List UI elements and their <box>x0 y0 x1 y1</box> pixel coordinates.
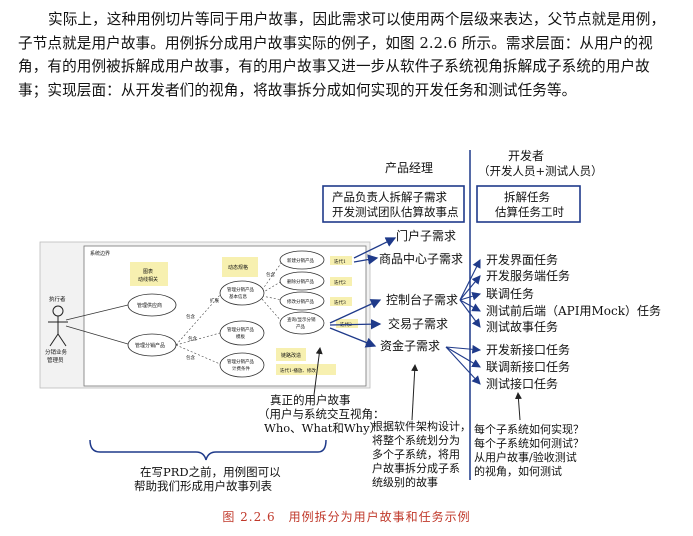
usecase-create <box>279 250 325 270</box>
usecase-mid-template <box>219 320 265 346</box>
usecase-edit <box>279 291 325 311</box>
ext-label-5: 包含 <box>266 271 275 278</box>
note-iteration <box>276 364 336 375</box>
ann-true-story-2: （用户与系统交互视角： <box>258 407 385 421</box>
label-usecase-right3: 修改分销产品 <box>287 298 314 305</box>
label-usecase-use-manage-product: 管理分销产品 <box>135 342 165 349</box>
ann-arch-4: 户故事拆分成子系 <box>372 461 460 475</box>
ext-label-1: 扩展 <box>210 297 219 304</box>
actor-label: 执行者 <box>49 295 66 303</box>
tag-iter-1 <box>330 256 352 265</box>
ann-true-story-3: Who、What和Why） <box>264 421 381 435</box>
label-usecase-mid-price-0: 管理分销产品 <box>227 326 254 333</box>
dev-box-line1: 拆解任务 <box>504 190 550 204</box>
story-portal: 门户子需求 <box>396 228 456 243</box>
task-integration: 联调任务 <box>486 286 534 301</box>
note-activity <box>222 257 258 277</box>
label-usecase-right4-1: 产品 <box>296 323 305 330</box>
story-trade: 交易子需求 <box>388 316 448 331</box>
task-new-api: 开发新接口任务 <box>486 342 570 357</box>
label-usecase-right1: 新建分销产品 <box>287 257 314 264</box>
label-usecase-use-manage-supplier: 管理供应商 <box>137 302 162 309</box>
note-chain <box>276 348 306 361</box>
usecase-mid-billing <box>219 352 265 378</box>
task-server: 开发服务端任务 <box>486 268 570 283</box>
task-test-story: 测试故事任务 <box>486 319 558 334</box>
note-activity-text: 动态规格 <box>228 264 248 271</box>
note-fund-line1: 图表 <box>143 268 153 275</box>
ext-label-4: 包含 <box>186 354 195 361</box>
story-product: 商品中心子需求 <box>379 251 463 266</box>
ann-prd-1: 在写PRD之前，用例图可以 <box>140 465 281 479</box>
ext-label-3: 包含 <box>188 335 197 342</box>
label-usecase-mid-pub-1: 基本信息 <box>229 293 247 300</box>
prd-brace <box>89 439 327 461</box>
figure-caption: 图 2.2.6 用例拆分为用户故事和任务示例 <box>222 510 471 524</box>
label-usecase-note-chain: 链路改造 <box>281 352 301 359</box>
label-usecase-note-iter: 迭代1-播放、修改 <box>280 367 316 374</box>
label-usecase-mid-pub-0: 管理分销产品 <box>227 286 254 293</box>
story-fund: 资金子需求 <box>380 338 440 353</box>
ann-dev-4: 的视角，如何测试 <box>474 464 562 478</box>
usecase-mid-basic <box>219 280 265 306</box>
task-test-mock: 测试前后端（API用Mock）任务 <box>486 303 661 318</box>
label-usecase-mid-rule-1: 计费条件 <box>232 365 250 372</box>
dev-box <box>476 185 581 223</box>
story-console: 控制台子需求 <box>386 292 458 307</box>
tag-iter-3 <box>330 297 352 306</box>
ann-arch-1: 根据软件架构设计， <box>372 419 471 433</box>
actor-icon <box>48 305 68 347</box>
note-fund-line2: 动线相关 <box>138 276 158 283</box>
actor-role-line2: 管理员 <box>47 356 64 364</box>
task-ui: 开发界面任务 <box>486 252 558 267</box>
ann-prd-2: 帮助我们形成用户故事列表 <box>134 479 272 493</box>
usecase-manage-supplier <box>127 293 177 317</box>
pm-box <box>322 185 465 223</box>
label-usecase-tag2: 迭代2 <box>334 279 346 286</box>
actor-role-line1: 分销业务 <box>45 348 68 356</box>
dev-box-line2: 估算任务工时 <box>495 205 564 219</box>
intro-paragraph: 实际上，这种用例切片等同于用户故事，因此需求可以使用两个层级来表达，父节点就是用… <box>18 11 666 99</box>
ann-dev-3: 从用户故事/验收测试 <box>474 450 577 464</box>
ext-label-2: 包含 <box>186 313 195 320</box>
label-usecase-mid-rule-0: 管理分销产品 <box>227 358 254 365</box>
label-usecase-right4-0: 查询/显示分销 <box>287 316 316 323</box>
pm-box-line2: 开发测试团队估算故事点 <box>332 205 459 219</box>
tag-iter-4 <box>336 319 358 328</box>
task-test-api: 测试接口任务 <box>486 376 558 391</box>
label-usecase-tag3: 迭代3 <box>334 299 346 306</box>
tag-iter-2 <box>330 277 352 286</box>
label-usecase-right2: 删除分销产品 <box>287 278 314 285</box>
header-dev: 开发者 <box>508 148 544 163</box>
task-integrate-api: 联调新接口任务 <box>486 359 570 374</box>
note-fund <box>130 262 168 286</box>
ann-dev-1: 每个子系统如何实现？ <box>474 422 584 436</box>
pm-box-line1: 产品负责人拆解子需求 <box>332 190 447 204</box>
system-boundary-label: 系统边界 <box>90 250 110 257</box>
usecase-delete <box>279 271 325 291</box>
usecase-query <box>279 311 325 335</box>
ann-arch-2: 将整个系统划分为 <box>372 433 460 447</box>
label-usecase-mid-price-1: 模板 <box>236 333 245 340</box>
label-usecase-tag1: 迭代1 <box>334 258 346 265</box>
header-pm: 产品经理 <box>385 161 433 175</box>
header-dev-sub: （开发人员+测试人员） <box>478 164 603 178</box>
ann-arch-5: 统级别的故事 <box>372 475 438 489</box>
ann-arch-3: 多个子系统，将用 <box>372 447 460 461</box>
ann-dev-2: 每个子系统如何测试？ <box>474 436 584 450</box>
ann-true-story-1: 真正的用户故事 <box>270 393 351 407</box>
